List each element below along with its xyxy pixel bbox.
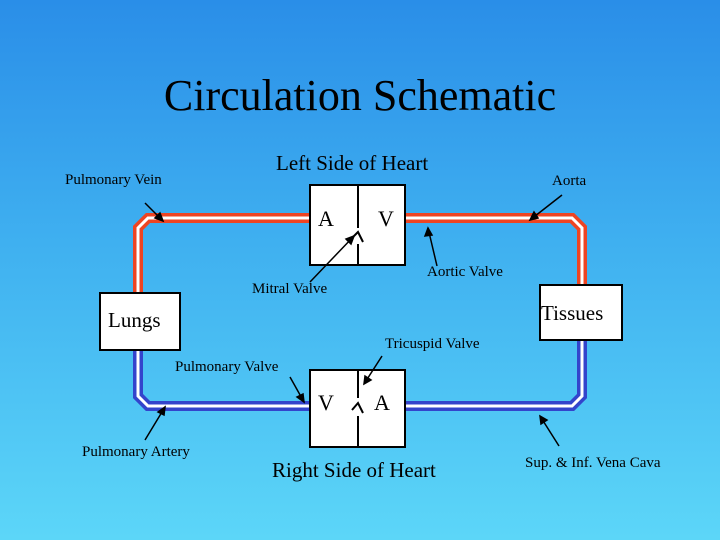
- tricuspid-valve-label: Tricuspid Valve: [385, 336, 480, 352]
- pulmonary-valve-label: Pulmonary Valve: [175, 359, 279, 375]
- right-heart-label: Right Side of Heart: [272, 458, 436, 482]
- tissues-label: Tissues: [541, 301, 604, 325]
- right-atrium-label: A: [374, 390, 390, 415]
- right-heart-box: [309, 369, 406, 448]
- aorta-label: Aorta: [552, 173, 587, 189]
- lungs-label: Lungs: [108, 308, 161, 332]
- aortic-valve-label: Aortic Valve: [427, 264, 503, 280]
- mitral-valve-label: Mitral Valve: [252, 281, 328, 297]
- pulmonary-artery-label: Pulmonary Artery: [82, 444, 190, 460]
- tricuspid-valve-flap: [351, 401, 364, 414]
- page-title: Circulation Schematic: [163, 71, 557, 120]
- lungs-box: [99, 292, 181, 351]
- left-heart-box: [309, 184, 406, 266]
- pulmonary-vein-label: Pulmonary Vein: [65, 172, 162, 188]
- deoxygenated-vessel: [133, 340, 587, 411]
- left-ventricle-label: V: [378, 206, 394, 231]
- oxygenated-vessel: [133, 213, 587, 296]
- left-heart-label: Left Side of Heart: [276, 151, 429, 175]
- tissues-box: [539, 284, 623, 341]
- vena-cava-label: Sup. & Inf. Vena Cava: [525, 455, 661, 471]
- mitral-valve-pointer: [309, 235, 355, 283]
- left-atrium-label: A: [318, 206, 334, 231]
- right-ventricle-label: V: [318, 390, 334, 415]
